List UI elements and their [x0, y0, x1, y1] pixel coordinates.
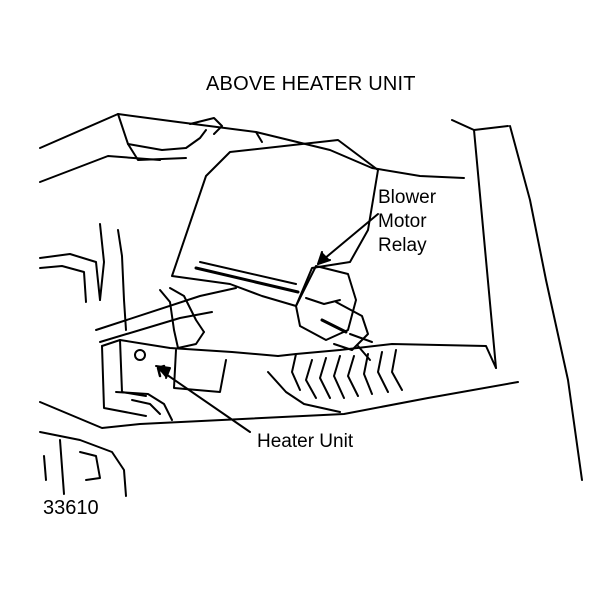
floor-panel-outline	[39, 381, 519, 497]
bracket-outline	[159, 287, 205, 349]
relay-callout-line-3: Relay	[378, 235, 427, 256]
heater-unit-callout: Heater Unit	[257, 431, 354, 452]
heater-unit-leader-arrow	[155, 364, 251, 433]
left-brace-outline	[39, 223, 127, 331]
relay-leader-arrow	[317, 213, 379, 265]
blower-motor-relay-callout: Blower Motor Relay	[378, 186, 436, 258]
figure-number: 33610	[43, 497, 99, 519]
support-strut-outline	[95, 287, 237, 343]
relay-callout-line-1: Blower	[378, 187, 437, 208]
blower-motor-relay	[295, 265, 373, 361]
dash-panel-outline	[39, 113, 465, 183]
diagram-title: ABOVE HEATER UNIT	[206, 73, 416, 95]
heater-unit-body	[101, 339, 279, 421]
door-frame-outline	[451, 119, 583, 481]
relay-callout-line-2: Motor	[378, 211, 427, 232]
duct-housing-outline	[171, 139, 379, 307]
heater-duct-ribs	[267, 343, 497, 413]
